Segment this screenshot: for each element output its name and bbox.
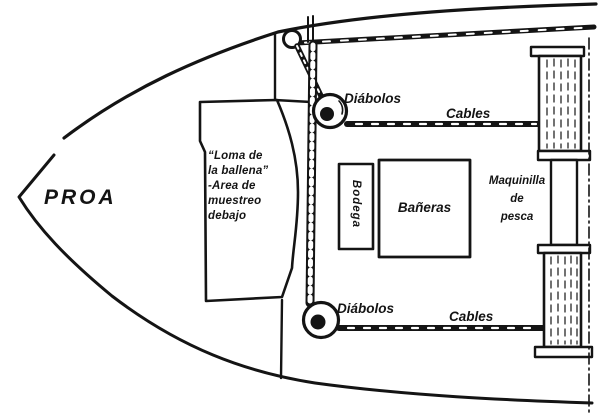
pulley-top-rim xyxy=(338,100,344,115)
label-bow: PROA xyxy=(44,186,117,209)
bulwark-line-stipple xyxy=(304,26,591,44)
label-pulley-bottom: Diábolos xyxy=(337,301,395,316)
label-sampling-area-line2: la ballena” xyxy=(208,165,269,177)
hull-outline-bow-and-bottom xyxy=(17,153,594,405)
label-cable-bottom: Cables xyxy=(449,309,494,324)
label-sampling-area-line4: muestreo xyxy=(208,195,262,207)
bow-sheave xyxy=(282,29,302,49)
winch-flange-top xyxy=(529,45,586,58)
bow-strut xyxy=(307,15,314,43)
label-winch: Maquinilla de pesca xyxy=(477,172,557,226)
label-sampling-area-line1: “Loma de xyxy=(208,150,263,162)
sampling-area-outline xyxy=(198,98,300,303)
pulley-bottom-hub xyxy=(310,314,326,330)
bow-deck-connector xyxy=(273,98,313,104)
winch-drum-bottom-hatch xyxy=(550,255,578,345)
center-rail-hatch xyxy=(307,42,316,306)
label-sampling-area-line3: -Area de xyxy=(208,180,256,192)
winch-flange-bottom xyxy=(533,345,594,359)
label-winch-line3: pesca xyxy=(500,211,534,223)
label-winch-line2: de xyxy=(510,193,524,205)
label-cable-top: Cables xyxy=(446,106,491,121)
label-tubs: Bañeras xyxy=(397,200,452,215)
label-hold: Bodega xyxy=(350,179,362,229)
winch-flange-mid1 xyxy=(536,149,592,162)
hull-outline-top xyxy=(62,2,598,140)
tubs-box xyxy=(377,158,472,259)
label-winch-line1: Maquinilla xyxy=(488,175,546,187)
label-sampling-area-line5: debajo xyxy=(208,210,247,222)
hold-box xyxy=(337,162,375,251)
winch-drum-bottom xyxy=(542,251,583,349)
label-pulley-top: Diábolos xyxy=(344,91,402,106)
label-sampling-area: “Loma de la ballena” -Area de muestreo d… xyxy=(208,149,300,224)
pulley-top-hub xyxy=(320,107,334,121)
sampling-area-drop-line xyxy=(279,298,284,380)
